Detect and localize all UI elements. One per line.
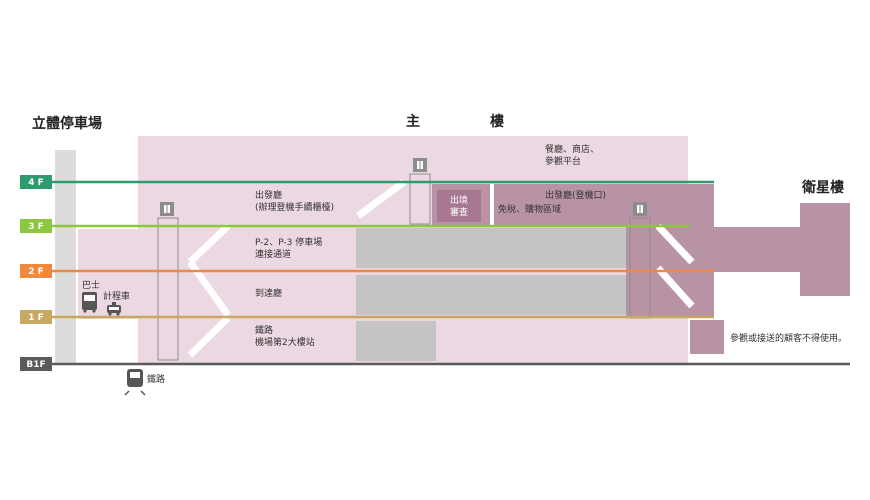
escalator-3f-2f (187, 223, 231, 265)
parking-link-label-1: P-2、P-3 停車場 (255, 236, 322, 248)
taxi-label: 計程車 (103, 290, 130, 302)
floor-label-1f: 1 F (28, 313, 44, 323)
departure-hall-label-2: (辦理登機手續櫃檯) (255, 201, 334, 213)
railway-label-1: 鐵路 (255, 324, 273, 336)
floor-tag-3f (20, 219, 52, 233)
legend-swatch (690, 320, 724, 354)
main-building-heading-2: 樓 (490, 113, 504, 130)
legend-text: 參觀或接送的顧客不得使用。 (730, 332, 847, 344)
immigration-box (437, 190, 481, 222)
satellite-connector (700, 227, 800, 272)
immigration-label-2: 審查 (450, 206, 468, 218)
arrival-hall-label: 到達廳 (255, 287, 282, 299)
gray-block-1f (356, 275, 626, 315)
satellite-building (800, 203, 850, 296)
elevator-icon (413, 158, 427, 172)
parking-structure (55, 150, 76, 365)
train-icon (124, 369, 146, 396)
escalator-1f-b1f (187, 315, 231, 358)
main-building-heading-1: 主 (406, 113, 420, 130)
escalator-east-3f-2f (655, 223, 695, 265)
parking-heading: 立體停車場 (32, 115, 102, 132)
parking-link-label-2: 連接通道 (255, 248, 291, 260)
taxi-icon (107, 302, 121, 316)
bus-icon (82, 292, 97, 313)
departure-gate-label: 出發廳(登機口) (545, 189, 606, 201)
railway-icon-label: 鐵路 (147, 373, 165, 385)
bus-label: 巴士 (82, 279, 100, 291)
floor-label-2f: 2 F (28, 267, 44, 277)
elevator-shaft-west (157, 217, 179, 361)
floor-label-b1f: B1F (26, 360, 45, 370)
satellite-heading: 衛星樓 (801, 179, 844, 196)
gray-block-2f (356, 228, 626, 268)
floor-label-4f: 4 F (28, 178, 44, 188)
elevator-shaft-center (409, 173, 431, 225)
dining-label-2: 參觀平台 (545, 155, 581, 167)
floor-tag-4f (20, 175, 52, 189)
elevator-icon (633, 202, 647, 216)
gray-block-b1f (356, 321, 436, 361)
railway-label-2: 機場第2大樓站 (255, 336, 315, 348)
escalator-east-2f-1f (655, 265, 695, 309)
departure-hall-label-1: 出發廳 (255, 189, 282, 201)
floor-tag-b1f (20, 357, 52, 371)
escalator-3f-4f (355, 179, 407, 219)
immigration-label-1: 出境 (450, 194, 468, 206)
zone-divider (490, 184, 494, 227)
floor-label-3f: 3 F (28, 222, 44, 232)
floor-tag-1f (20, 310, 52, 324)
floor-tag-2f (20, 264, 52, 278)
dining-label-1: 餐廳、商店、 (545, 143, 599, 155)
elevator-icon (160, 202, 174, 216)
duty-free-label: 免稅、購物區域 (498, 203, 561, 215)
